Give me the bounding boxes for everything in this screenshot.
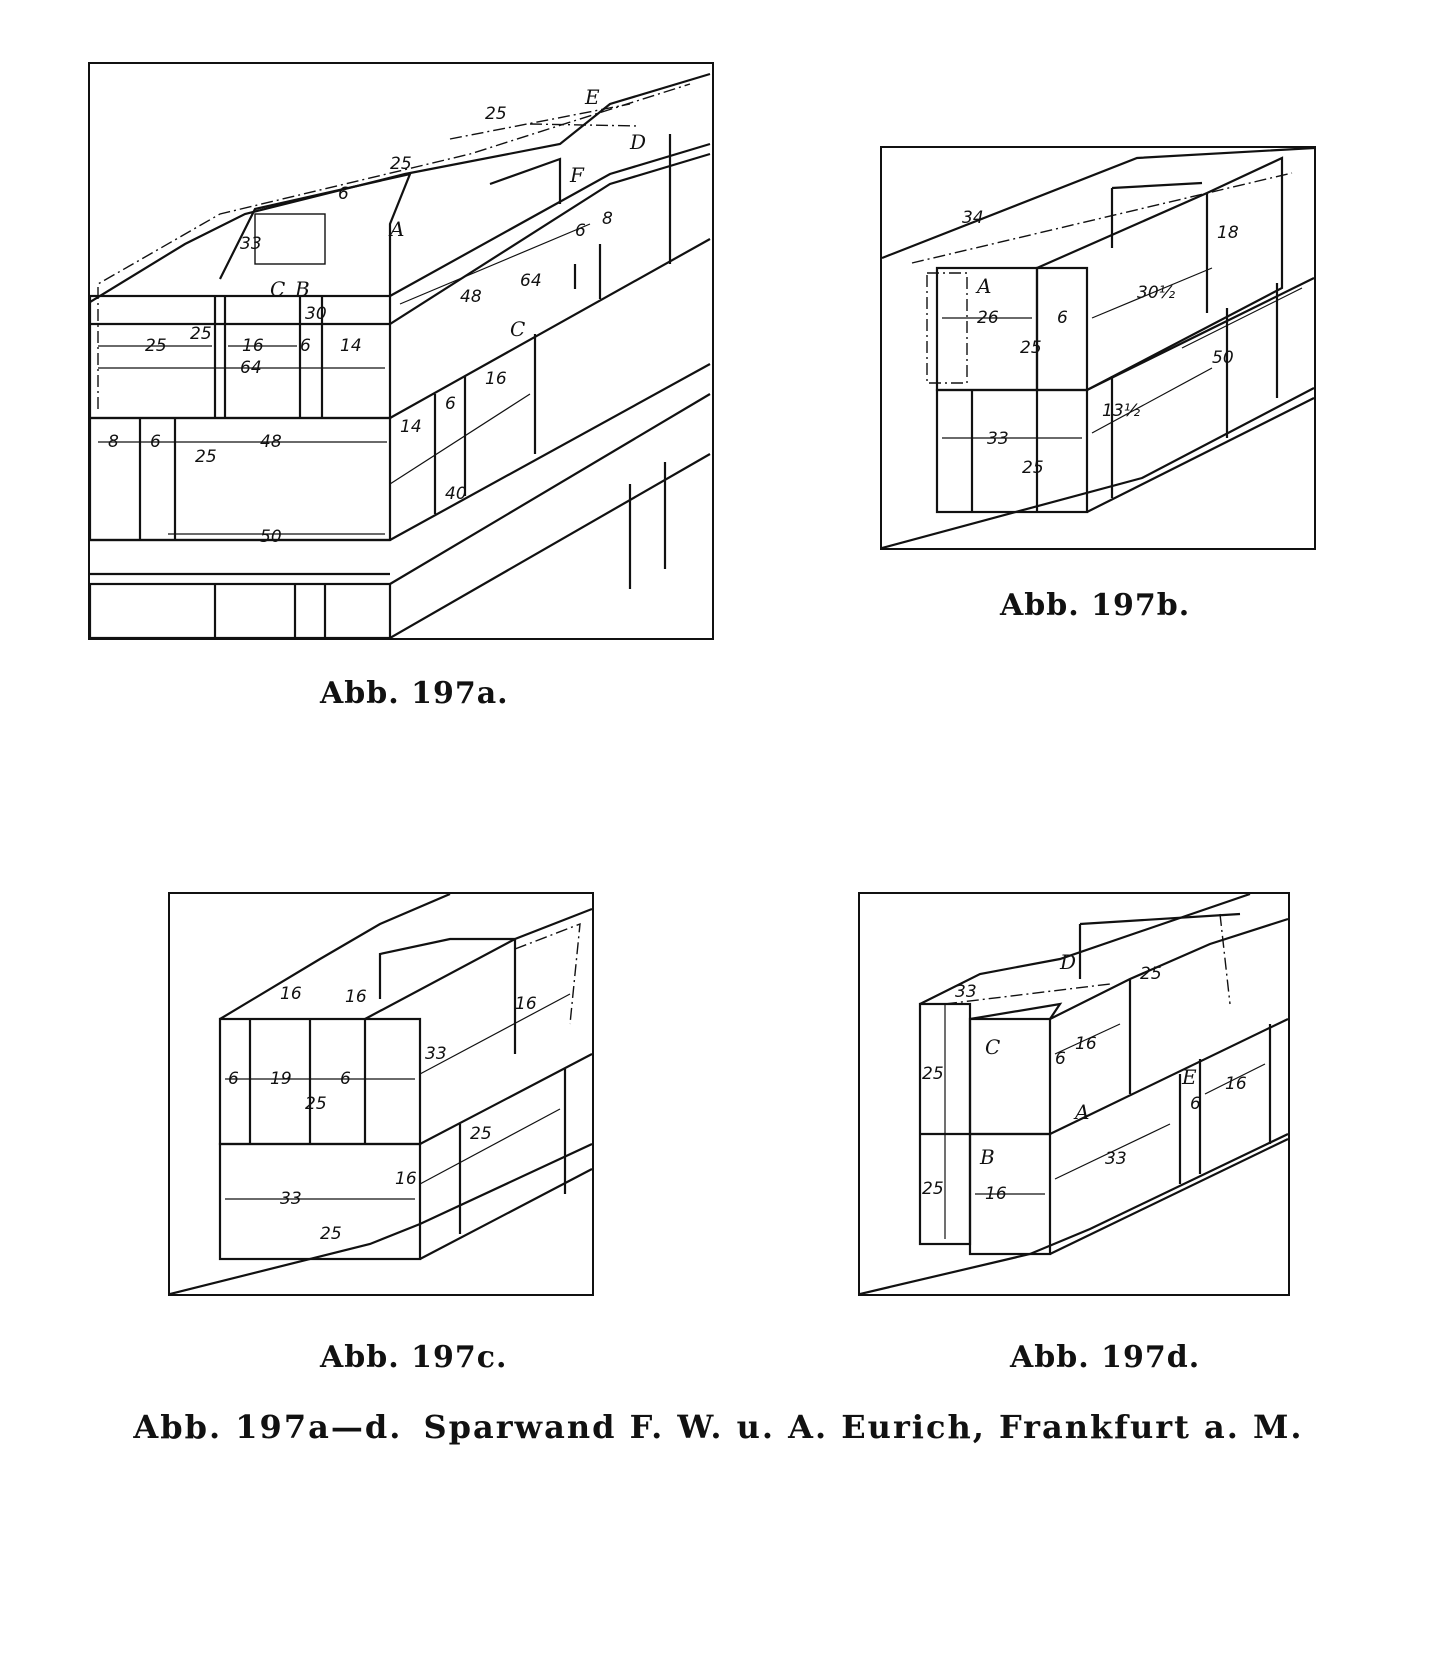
label-d-C: C: [985, 1035, 1000, 1059]
dim-a-9: 25: [195, 447, 217, 467]
dim-a-23: 25: [485, 104, 507, 124]
label-d-A: A: [1073, 1100, 1089, 1124]
figure-197a-drawing: 25 25 16 6 14 64 8 6 25 48 14 6 16 50 40…: [90, 72, 711, 638]
figure-197b-drawing: 34 26 25 6 30½ 50 33 25 13½ 18 A: [882, 148, 1314, 548]
dim-a-15: 40: [445, 484, 467, 504]
caption-197b: Abb. 197b.: [1000, 588, 1191, 623]
dim-a-19: 33: [240, 234, 262, 254]
figure-197c-drawing: 6 19 6 25 33 33 25 16 25 16 16 16: [170, 894, 592, 1294]
dim-a-16: 48: [460, 287, 482, 307]
dim-a-22: 25: [390, 154, 412, 174]
label-a-D: D: [629, 130, 646, 154]
dim-b-8: 25: [1022, 458, 1044, 478]
dim-c-12: 16: [345, 987, 367, 1007]
label-b-A: A: [975, 274, 991, 298]
dim-d-7: 16: [1225, 1074, 1247, 1094]
main-caption: Abb. 197a—d. Sparwand F. W. u. A. Eurich…: [0, 1408, 1437, 1446]
dim-b-1: 34: [962, 208, 984, 228]
label-a-A: A: [388, 217, 404, 241]
dim-a-17: 64: [520, 271, 542, 291]
label-d-E: E: [1181, 1065, 1197, 1089]
label-a-B: B: [294, 277, 310, 301]
caption-197c: Abb. 197c.: [320, 1340, 508, 1375]
label-a-E: E: [584, 85, 600, 109]
figure-197c: 6 19 6 25 33 33 25 16 25 16 16 16: [168, 892, 594, 1296]
dim-b-6: 50: [1212, 348, 1234, 368]
dim-c-9: 25: [470, 1124, 492, 1144]
dim-c-4: 25: [305, 1094, 327, 1114]
dim-d-8: 33: [1105, 1149, 1127, 1169]
dim-b-10: 18: [1217, 223, 1239, 243]
dim-c-11: 16: [280, 984, 302, 1004]
dim-d-6: 16: [985, 1184, 1007, 1204]
dim-d-5: 16: [1075, 1034, 1097, 1054]
dim-c-2: 19: [270, 1069, 292, 1089]
dim-b-3: 25: [1020, 338, 1042, 358]
dim-a-24: 6: [338, 184, 349, 204]
dim-a-12: 6: [445, 394, 456, 414]
dim-a-5: 14: [340, 336, 362, 356]
label-d-D: D: [1059, 950, 1076, 974]
dim-c-10: 16: [515, 994, 537, 1014]
dim-c-8: 16: [395, 1169, 417, 1189]
figure-197a: 25 25 16 6 14 64 8 6 25 48 14 6 16 50 40…: [88, 62, 714, 640]
dim-a-7: 8: [108, 432, 119, 452]
dim-a-4: 6: [300, 336, 311, 356]
caption-197d: Abb. 197d.: [1010, 1340, 1201, 1375]
caption-197a: Abb. 197a.: [320, 676, 509, 711]
dim-a-18: 30: [305, 304, 327, 324]
dim-a-10: 48: [260, 432, 282, 452]
dim-a-6: 64: [240, 358, 262, 378]
dim-d-1: 33: [955, 982, 977, 1002]
dim-d-2: 25: [922, 1064, 944, 1084]
dim-b-9: 13½: [1102, 401, 1141, 421]
dim-a-13: 16: [485, 369, 507, 389]
dim-a-1: 25: [145, 336, 167, 356]
label-a-C2: C: [510, 317, 525, 341]
dim-a-21: 8: [602, 209, 613, 229]
dim-b-7: 33: [987, 429, 1009, 449]
label-d-B: B: [979, 1145, 995, 1169]
dim-c-6: 33: [280, 1189, 302, 1209]
figure-197d: 33 25 25 25 16 16 16 33 6 6 D C A E B: [858, 892, 1290, 1296]
dim-d-10: 6: [1190, 1094, 1201, 1114]
dim-d-3: 25: [922, 1179, 944, 1199]
main-caption-title: Sparwand F. W. u. A. Eurich, Frankfurt a…: [423, 1408, 1304, 1446]
dim-a-14: 50: [260, 527, 282, 547]
figure-197b: 34 26 25 6 30½ 50 33 25 13½ 18 A: [880, 146, 1316, 550]
dim-b-4: 6: [1057, 308, 1068, 328]
dim-b-2: 26: [977, 308, 999, 328]
dim-c-7: 25: [320, 1224, 342, 1244]
dim-a-3: 16: [242, 336, 264, 356]
dim-c-1: 6: [228, 1069, 239, 1089]
label-a-C: C: [270, 277, 285, 301]
dim-c-5: 33: [425, 1044, 447, 1064]
dim-b-5: 30½: [1137, 283, 1176, 303]
label-a-F: F: [569, 163, 585, 187]
dim-a-8: 6: [150, 432, 161, 452]
main-caption-prefix: Abb. 197a—d.: [133, 1408, 403, 1446]
dim-c-3: 6: [340, 1069, 351, 1089]
dim-a-11: 14: [400, 417, 422, 437]
dim-a-2: 25: [190, 324, 212, 344]
dim-d-9: 6: [1055, 1049, 1066, 1069]
figure-197d-drawing: 33 25 25 25 16 16 16 33 6 6 D C A E B: [860, 894, 1288, 1294]
dim-d-4: 25: [1140, 964, 1162, 984]
dim-a-20: 6: [575, 221, 586, 241]
